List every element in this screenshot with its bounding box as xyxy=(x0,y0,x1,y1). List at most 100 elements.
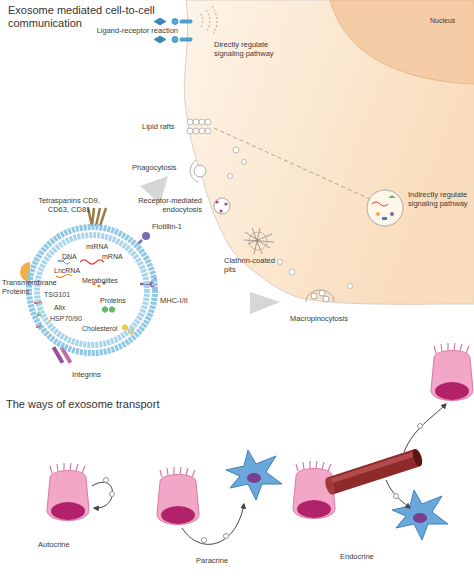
cargo-label: mRNA xyxy=(102,252,123,261)
target-cell xyxy=(431,343,473,401)
secreting-cell xyxy=(47,463,89,521)
signal-waves xyxy=(206,10,210,32)
protein-label: Transmembrane Proteins xyxy=(2,278,58,296)
endocytosis-vesicle xyxy=(214,198,230,214)
lipid-raft xyxy=(205,128,211,134)
lipid-raft xyxy=(187,128,193,134)
clathrin-lattice xyxy=(244,228,274,254)
exosome-cargo-icons xyxy=(56,275,72,278)
target-cell xyxy=(226,450,282,500)
cargo-label: miRNA xyxy=(86,242,108,251)
lipid-raft xyxy=(187,119,193,125)
endocrine-panel xyxy=(404,404,446,452)
macropinocytosis-cup xyxy=(311,293,317,299)
ligand-receptor xyxy=(172,37,178,43)
ligand-receptor xyxy=(180,20,192,23)
exosome-cargo-icons xyxy=(97,284,100,287)
autocrine-panel xyxy=(47,463,115,521)
section-heading: The ways of exosome transport xyxy=(6,398,159,411)
cargo-label: Metabolites xyxy=(82,276,118,285)
blood-vessel xyxy=(328,451,417,484)
nucleus-outline xyxy=(330,0,474,84)
lipid-bilayer-inner xyxy=(37,235,147,345)
panel-label: Paracrine xyxy=(196,556,228,565)
free-exosomes xyxy=(242,160,247,165)
protein-label: Flotillin-1 xyxy=(152,222,182,231)
free-exosomes xyxy=(233,147,239,153)
exosome-vesicle: miRNA DNA mRNA LncRNAMetabolitesTSG101AlixH… xyxy=(26,224,158,356)
paracrine-panel xyxy=(224,534,229,539)
free-exosomes xyxy=(289,269,295,275)
ligand-receptor xyxy=(172,19,178,25)
macropinocytosis-cup xyxy=(323,296,329,302)
protein-label: Tetraspanins CD9, CD63, CD81 xyxy=(34,196,104,214)
phagocytosis-cup xyxy=(194,165,206,177)
ligand-receptor xyxy=(154,18,166,25)
cell-body xyxy=(184,0,474,304)
process-label: Phagocytosis xyxy=(132,163,177,172)
nucleus-shape xyxy=(330,0,474,84)
panel-label: Autocrine xyxy=(38,540,70,549)
blood-vessel xyxy=(327,449,420,495)
signal-dashed-line xyxy=(214,128,372,200)
clathrin-lattice xyxy=(249,232,267,250)
intracellular-vesicle xyxy=(372,202,388,206)
lipid-raft xyxy=(193,119,199,125)
blood-vessel xyxy=(323,476,336,496)
signal-waves xyxy=(212,6,217,36)
cargo-label: HSP70/90 xyxy=(50,314,82,323)
intracellular-vesicle xyxy=(367,190,403,226)
paracrine-panel xyxy=(202,538,207,543)
intracellular-vesicle xyxy=(390,212,394,216)
process-label: Ligand-receptor reaction xyxy=(90,26,178,35)
protein-label: MHC-I/II xyxy=(160,296,188,305)
blood-vessel xyxy=(323,448,424,496)
structure-label: Clathrin-coated pits xyxy=(224,256,282,274)
flow-arrow xyxy=(250,292,280,314)
target-cell xyxy=(392,490,448,540)
cargo-label: DNA xyxy=(62,252,77,261)
exosome-cargo-icons xyxy=(102,306,115,313)
blood-vessel xyxy=(411,448,424,468)
endocrine-panel xyxy=(386,480,410,508)
intracellular-vesicle xyxy=(367,190,403,226)
structure-label: Lipid rafts xyxy=(142,122,175,131)
paracrine-panel xyxy=(182,504,244,544)
paracrine-panel xyxy=(157,450,282,544)
cargo-label: Cholesterol xyxy=(82,324,117,333)
exosome-cargo-icons xyxy=(80,260,104,264)
lipid-raft xyxy=(205,119,211,125)
lipid-bilayer-outer xyxy=(29,227,155,353)
cargo-label: LncRNA xyxy=(54,266,80,275)
free-exosomes xyxy=(228,147,353,289)
macropinocytosis-cup xyxy=(319,290,325,296)
autocrine-panel xyxy=(104,478,109,483)
secreting-cell xyxy=(157,467,199,525)
ligand-receptor xyxy=(154,36,166,43)
process-label: Indirectly regulate signaling pathway xyxy=(408,190,470,208)
endocrine-panel xyxy=(394,494,399,499)
endocrine-panel xyxy=(418,424,423,429)
intracellular-vesicle xyxy=(382,217,387,220)
phagocytosis-cup xyxy=(190,160,206,182)
intracellular-vesicle xyxy=(388,195,396,198)
cell-body xyxy=(184,0,474,304)
autocrine-panel xyxy=(110,492,115,497)
free-exosomes xyxy=(228,174,233,179)
cargo-label: TSG101 xyxy=(44,290,70,299)
process-label: Macropinocytosis xyxy=(290,314,348,323)
ligand-receptor xyxy=(180,38,192,41)
cargo-label: Proteins xyxy=(100,296,126,305)
endocytosis-vesicle xyxy=(224,202,227,205)
free-exosomes xyxy=(278,260,283,265)
exosome-cargo-icons xyxy=(142,232,150,240)
lipid-raft xyxy=(193,128,199,134)
protein-label: Integrins xyxy=(72,370,101,379)
cargo-label: Alix xyxy=(54,303,65,312)
nucleus-label: Nucleus xyxy=(430,16,455,25)
free-exosomes xyxy=(348,284,353,289)
process-label: Directly regulate signaling pathway xyxy=(214,40,286,58)
endocrine-panel xyxy=(293,343,473,540)
